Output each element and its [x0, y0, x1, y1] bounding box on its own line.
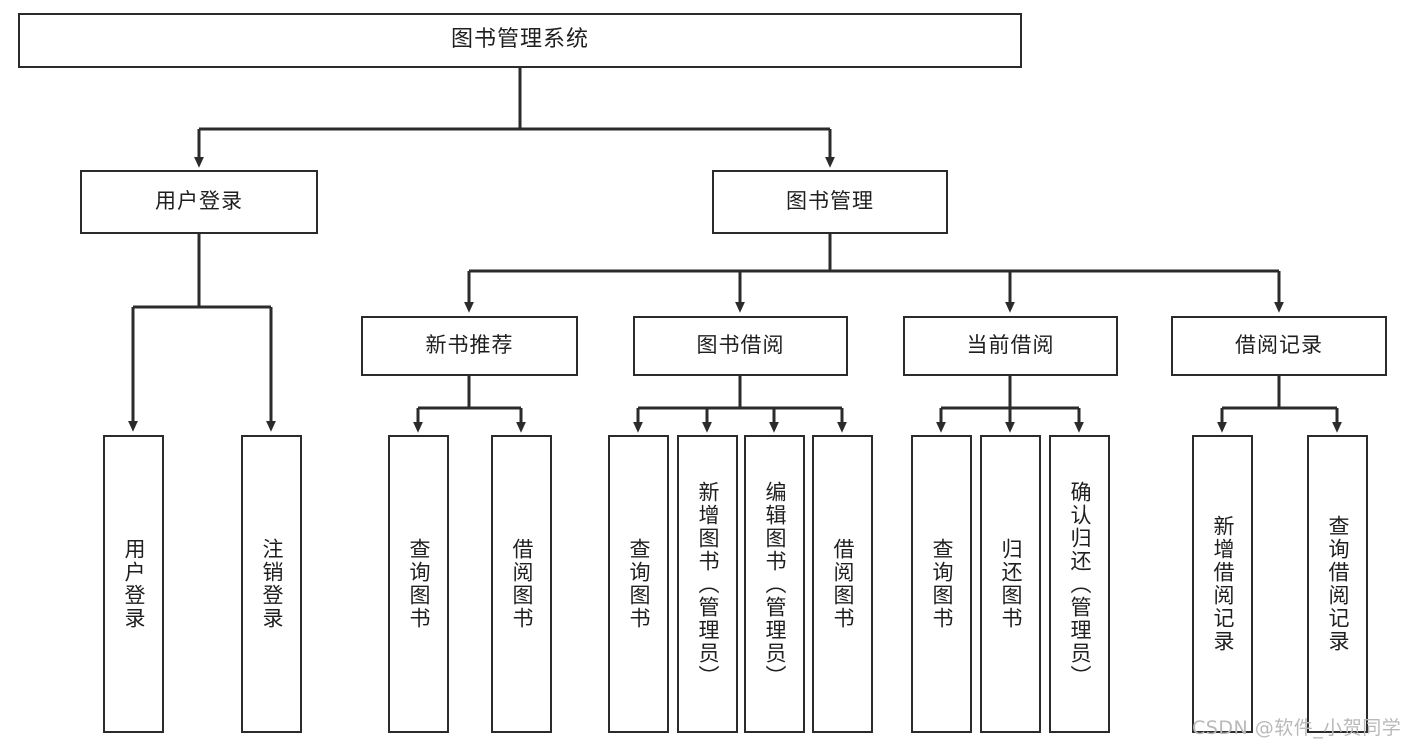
node-label: 查询图书	[406, 538, 431, 630]
node-book-borrow[interactable]: 图书借阅	[633, 316, 848, 376]
leaf-borrow-query-book[interactable]: 查询图书	[608, 435, 669, 733]
node-label: 查询图书	[929, 538, 954, 630]
node-label: 注销登录	[259, 538, 284, 630]
leaf-record-query-record[interactable]: 查询借阅记录	[1307, 435, 1368, 733]
leaf-borrow-add-book-admin[interactable]: 新增图书（管理员）	[677, 435, 738, 733]
leaf-borrow-borrow-book[interactable]: 借阅图书	[812, 435, 873, 733]
leaf-recommend-borrow-book[interactable]: 借阅图书	[491, 435, 552, 733]
node-root-system[interactable]: 图书管理系统	[18, 13, 1022, 68]
node-label: 编辑图书（管理员）	[762, 480, 787, 688]
node-label: 当前借阅	[966, 333, 1055, 358]
leaf-user-login-login[interactable]: 用户登录	[103, 435, 164, 733]
leaf-recommend-query-book[interactable]: 查询图书	[388, 435, 449, 733]
node-label: 新书推荐	[425, 333, 514, 358]
node-label: 用户登录	[121, 538, 146, 630]
node-borrow-record[interactable]: 借阅记录	[1171, 316, 1387, 376]
leaf-current-query-book[interactable]: 查询图书	[911, 435, 972, 733]
node-label: 用户登录	[155, 189, 243, 214]
node-label: 查询借阅记录	[1325, 515, 1350, 653]
node-book-management[interactable]: 图书管理	[712, 170, 948, 234]
node-label: 图书管理系统	[450, 27, 589, 53]
node-label: 新增借阅记录	[1210, 515, 1235, 653]
node-label: 归还图书	[998, 538, 1023, 630]
node-user-login[interactable]: 用户登录	[80, 170, 318, 234]
node-new-book-recommend[interactable]: 新书推荐	[361, 316, 578, 376]
node-label: 借阅图书	[830, 538, 855, 630]
node-label: 图书借阅	[696, 333, 785, 358]
leaf-current-return-book[interactable]: 归还图书	[980, 435, 1041, 733]
leaf-user-login-logout[interactable]: 注销登录	[241, 435, 302, 733]
leaf-borrow-edit-book-admin[interactable]: 编辑图书（管理员）	[744, 435, 805, 733]
node-label: 借阅记录	[1235, 333, 1323, 358]
node-label: 新增图书（管理员）	[695, 480, 720, 688]
node-current-borrow[interactable]: 当前借阅	[903, 316, 1118, 376]
leaf-current-confirm-return-admin[interactable]: 确认归还（管理员）	[1049, 435, 1110, 733]
node-label: 确认归还（管理员）	[1067, 480, 1092, 688]
node-label: 查询图书	[626, 538, 651, 630]
node-label: 借阅图书	[509, 538, 534, 630]
csdn-watermark: CSDN @软件_小贺同学	[1192, 717, 1402, 739]
leaf-record-add-record[interactable]: 新增借阅记录	[1192, 435, 1253, 733]
node-label: 图书管理	[786, 189, 874, 214]
